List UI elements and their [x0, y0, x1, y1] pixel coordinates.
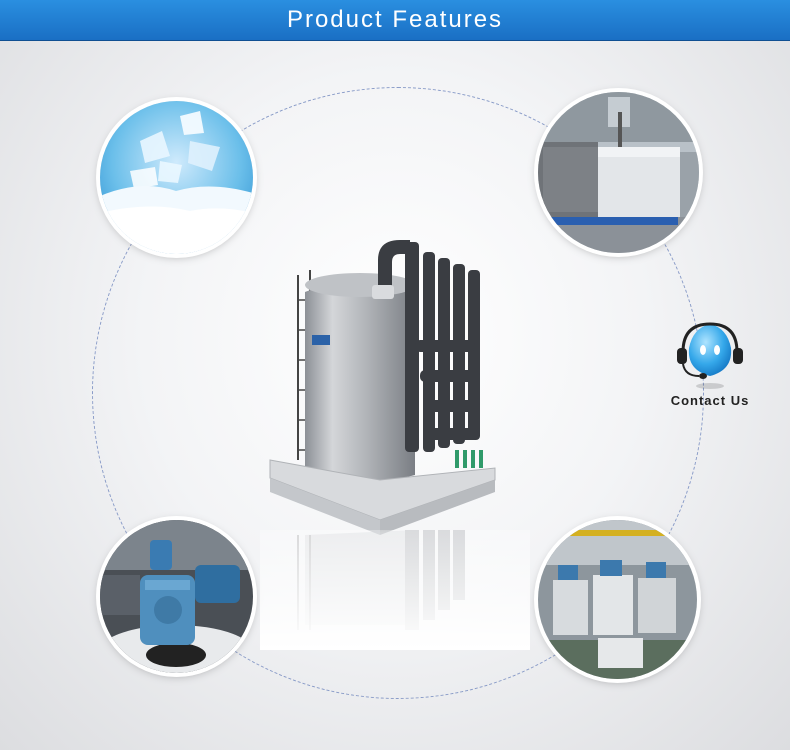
header-banner: Product Features [0, 0, 790, 41]
support-headset-icon [677, 322, 743, 389]
factory-floor-photo [538, 520, 697, 679]
flake-ice-photo [100, 101, 253, 254]
contact-us-label: Contact Us [670, 393, 750, 408]
contact-us-button[interactable]: Contact Us [655, 318, 765, 413]
page-title: Product Features [286, 6, 504, 33]
gear-reducer-photo [100, 520, 253, 673]
feature-orbit-ring [92, 87, 704, 699]
ice-machine-photo [538, 92, 699, 253]
flake-ice-evaporator-image [260, 230, 530, 650]
